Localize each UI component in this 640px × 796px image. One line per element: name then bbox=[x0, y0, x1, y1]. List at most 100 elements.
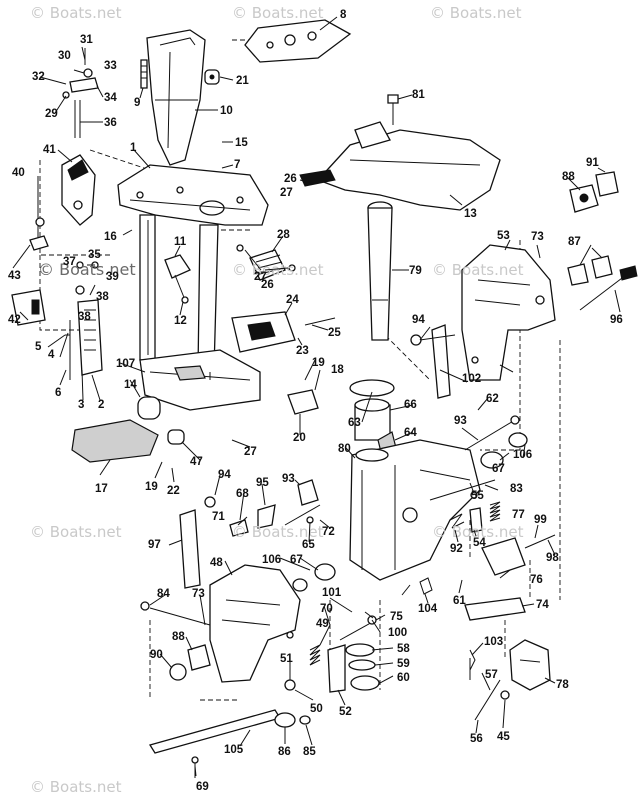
bolt-40-43 bbox=[29, 215, 49, 251]
callout-91: 91 bbox=[586, 157, 599, 169]
callout-79: 79 bbox=[409, 265, 422, 277]
callout-56: 56 bbox=[470, 733, 483, 745]
callout-47: 47 bbox=[190, 456, 203, 468]
callout-42: 42 bbox=[8, 314, 21, 326]
callout-9: 9 bbox=[134, 97, 140, 109]
callout-86: 86 bbox=[278, 746, 291, 758]
callout-67a: 67 bbox=[492, 463, 505, 475]
callout-49: 49 bbox=[316, 618, 329, 630]
bar-105 bbox=[148, 709, 282, 754]
callout-32: 32 bbox=[32, 71, 45, 83]
callout-48: 48 bbox=[210, 557, 223, 569]
callout-11: 11 bbox=[174, 236, 187, 248]
lever-52 bbox=[327, 644, 346, 693]
clamp-102 bbox=[431, 324, 451, 399]
callout-30: 30 bbox=[58, 50, 71, 62]
callout-13: 13 bbox=[464, 208, 477, 220]
callout-76: 76 bbox=[530, 574, 543, 586]
callout-100: 100 bbox=[388, 627, 407, 639]
bracket-41 bbox=[61, 154, 96, 226]
callout-45: 45 bbox=[497, 731, 510, 743]
rod-96 bbox=[579, 265, 638, 311]
callout-62: 62 bbox=[486, 393, 499, 405]
callout-97: 97 bbox=[148, 539, 161, 551]
watermark-6: © Boats.net bbox=[432, 261, 524, 279]
callout-80: 80 bbox=[338, 443, 351, 455]
callout-77: 77 bbox=[512, 509, 525, 521]
callout-15: 15 bbox=[235, 137, 248, 149]
stern-bracket-right bbox=[461, 244, 556, 381]
callout-70: 70 bbox=[320, 603, 333, 615]
spring-49-rings bbox=[309, 643, 380, 691]
callout-92: 92 bbox=[450, 543, 463, 555]
callout-54: 54 bbox=[473, 537, 486, 549]
callout-85: 85 bbox=[303, 746, 316, 758]
callout-3: 3 bbox=[78, 399, 84, 411]
watermark-10: © Boats.net bbox=[30, 778, 122, 796]
callout-17: 17 bbox=[95, 483, 108, 495]
callout-61: 61 bbox=[453, 595, 466, 607]
gasket-plate bbox=[244, 19, 352, 63]
parts-50-51 bbox=[284, 679, 296, 691]
callout-24: 24 bbox=[286, 294, 299, 306]
callout-96: 96 bbox=[610, 314, 623, 326]
callout-107: 107 bbox=[116, 358, 135, 370]
callout-73b: 73 bbox=[192, 588, 205, 600]
callout-19a: 19 bbox=[312, 357, 325, 369]
watermark-5: © Boats.net bbox=[232, 261, 324, 279]
callout-53: 53 bbox=[497, 230, 510, 242]
watermark-1: © Boats.net bbox=[30, 4, 122, 22]
handle-88-90 bbox=[169, 644, 211, 681]
callout-57: 57 bbox=[485, 669, 498, 681]
callout-43: 43 bbox=[8, 270, 21, 282]
callout-21: 21 bbox=[236, 75, 249, 87]
callout-20: 20 bbox=[293, 432, 306, 444]
callout-2: 2 bbox=[98, 399, 104, 411]
callout-95: 95 bbox=[256, 477, 269, 489]
callout-99: 99 bbox=[534, 514, 547, 526]
bolt-81 bbox=[387, 94, 399, 125]
callout-63: 63 bbox=[348, 417, 361, 429]
callout-60: 60 bbox=[397, 672, 410, 684]
callout-36: 36 bbox=[104, 117, 117, 129]
callout-68: 68 bbox=[236, 488, 249, 500]
callout-28: 28 bbox=[277, 229, 290, 241]
grommet-21 bbox=[204, 69, 220, 85]
callout-numbers: 1 2 3 4 5 6 7 8 9 10 11 12 13 14 15 16 1… bbox=[8, 9, 623, 793]
callout-10: 10 bbox=[220, 105, 233, 117]
parts-92-54-55 bbox=[449, 491, 483, 533]
bolt-84 bbox=[140, 601, 211, 626]
plug-47 bbox=[167, 429, 185, 445]
shift-lever-11-12 bbox=[164, 254, 191, 304]
callout-102: 102 bbox=[462, 373, 481, 385]
watermark-4: © Boats.net bbox=[38, 260, 136, 279]
callout-83: 83 bbox=[510, 483, 523, 495]
callout-98: 98 bbox=[546, 552, 559, 564]
side-cover-24 bbox=[231, 311, 296, 353]
callout-67b: 67 bbox=[290, 554, 303, 566]
clamp-97 bbox=[179, 509, 201, 589]
callout-1: 1 bbox=[130, 142, 137, 154]
callout-93b: 93 bbox=[282, 473, 295, 485]
swivel-bracket-top bbox=[299, 121, 501, 211]
coil-28 bbox=[236, 244, 296, 281]
callout-26b: 26 bbox=[261, 279, 274, 291]
washer-67-left bbox=[292, 563, 336, 592]
callout-59: 59 bbox=[397, 658, 410, 670]
callout-14: 14 bbox=[124, 379, 137, 391]
callout-78: 78 bbox=[556, 679, 569, 691]
callout-22: 22 bbox=[167, 485, 180, 497]
callout-26a: 26 bbox=[284, 173, 297, 185]
callout-50: 50 bbox=[310, 703, 323, 715]
callout-33: 33 bbox=[104, 60, 117, 72]
callout-73a: 73 bbox=[531, 231, 544, 243]
callout-38a: 38 bbox=[96, 291, 109, 303]
callout-69: 69 bbox=[196, 781, 209, 793]
callout-106a: 106 bbox=[513, 449, 532, 461]
callout-34: 34 bbox=[104, 92, 117, 104]
callout-81: 81 bbox=[412, 89, 425, 101]
callout-94b: 94 bbox=[218, 469, 231, 481]
callout-6: 6 bbox=[55, 387, 61, 399]
